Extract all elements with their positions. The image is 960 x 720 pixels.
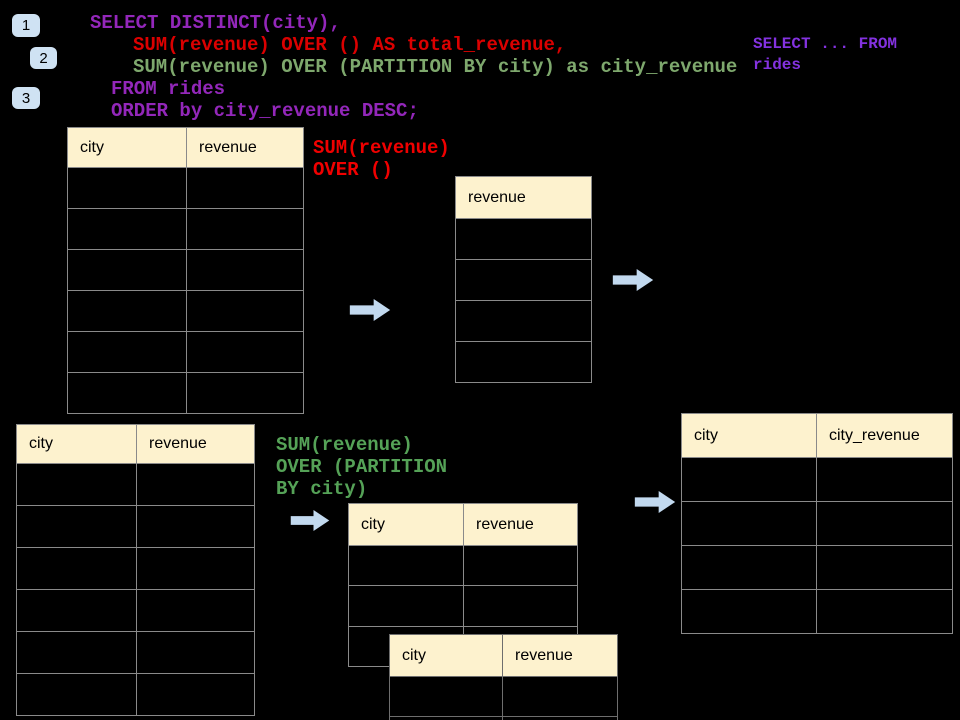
table-row	[67, 290, 304, 332]
table-row	[348, 545, 578, 586]
table-row	[67, 249, 304, 291]
table-source-top: city revenue	[67, 127, 304, 414]
table-row	[455, 300, 592, 342]
sql-line-total-revenue: SUM(revenue) OVER () AS total_revenue,	[133, 34, 567, 56]
partition-note-line3: BY city)	[276, 478, 368, 500]
table-source-bottom: city revenue	[16, 424, 255, 716]
partition-note-line2: OVER (PARTITION	[276, 456, 448, 478]
sql-line-select: SELECT DISTINCT(city),	[90, 12, 341, 34]
side-note-line2: rides	[753, 56, 802, 74]
arrow-right-icon	[348, 299, 392, 321]
table-row	[455, 341, 592, 383]
table-result-right: city city_revenue	[681, 413, 953, 634]
side-note-line1: SELECT ... FROM	[753, 35, 898, 53]
column-header-city: city	[681, 413, 817, 458]
table-row	[681, 457, 953, 502]
column-header-city: city	[348, 503, 464, 546]
table-row	[16, 673, 255, 716]
arrow-right-icon	[633, 491, 677, 513]
column-header-revenue: revenue	[136, 424, 255, 464]
step-badge-1: 1	[12, 14, 40, 37]
total-revenue-note-line2: OVER ()	[313, 159, 393, 181]
sql-line-city-revenue: SUM(revenue) OVER (PARTITION BY city) as…	[133, 56, 738, 78]
sql-line-from: FROM rides	[111, 78, 226, 100]
table-row	[681, 589, 953, 634]
table-row	[16, 547, 255, 590]
arrow-right-icon	[287, 510, 333, 531]
column-header-city: city	[389, 634, 503, 677]
step-badge-3: 3	[12, 87, 40, 109]
table-partition-mid: city revenue	[348, 503, 578, 667]
sql-line-order-by: ORDER by city_revenue DESC;	[111, 100, 419, 122]
column-header-city: city	[67, 127, 187, 168]
column-header-revenue: revenue	[186, 127, 304, 168]
partition-note-line1: SUM(revenue)	[276, 434, 413, 456]
column-header-city-revenue: city_revenue	[816, 413, 953, 458]
table-row	[16, 505, 255, 548]
column-header-revenue: revenue	[502, 634, 618, 677]
table-row	[681, 501, 953, 546]
table-row	[389, 716, 618, 720]
table-row	[455, 218, 592, 260]
column-header-revenue: revenue	[463, 503, 578, 546]
table-row	[16, 463, 255, 506]
table-revenue-only: revenue	[455, 176, 592, 383]
total-revenue-note-line1: SUM(revenue)	[313, 137, 450, 159]
step-badge-2: 2	[30, 47, 57, 69]
table-row	[455, 259, 592, 301]
arrow-right-icon	[611, 269, 655, 291]
table-row	[16, 589, 255, 632]
column-header-city: city	[16, 424, 137, 464]
column-header-revenue: revenue	[455, 176, 592, 219]
table-row	[681, 545, 953, 590]
table-row	[389, 676, 618, 717]
table-row	[348, 585, 578, 627]
table-row	[16, 631, 255, 674]
table-row	[67, 208, 304, 250]
table-row	[67, 331, 304, 373]
table-partition-overlay: city revenue	[389, 634, 618, 720]
table-row	[67, 372, 304, 414]
table-row	[67, 167, 304, 209]
